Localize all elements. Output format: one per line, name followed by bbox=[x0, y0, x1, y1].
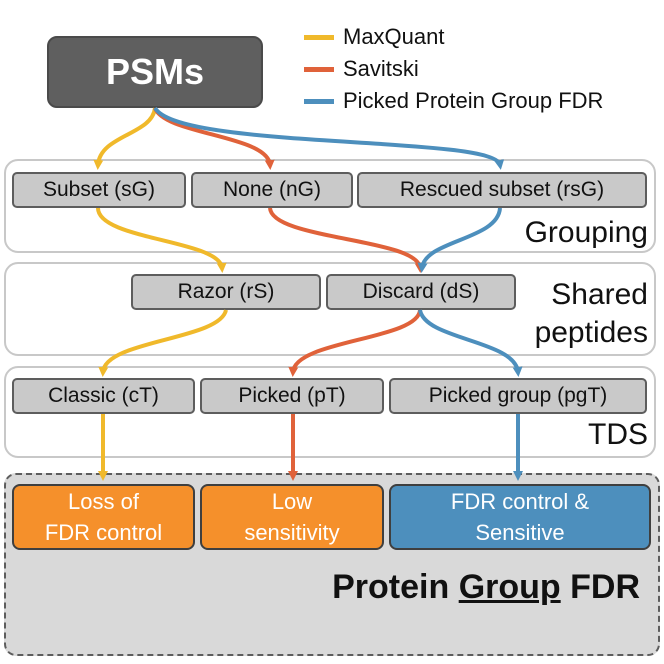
legend-label-picked: Picked Protein Group FDR bbox=[343, 88, 604, 113]
legend-item-maxquant: MaxQuant bbox=[304, 24, 445, 50]
legend-item-savitski: Savitski bbox=[304, 56, 419, 82]
option-picked-group-pgt: Picked group (pgT) bbox=[389, 378, 647, 414]
flow-maxquant-razor-to-classic bbox=[98, 309, 228, 377]
flow-picked-discard-to-pickedgroup bbox=[418, 309, 523, 377]
flow-savitski-none-to-discard bbox=[268, 207, 425, 273]
legend-label-savitski: Savitski bbox=[343, 56, 419, 81]
legend-item-picked: Picked Protein Group FDR bbox=[304, 88, 603, 114]
option-classic-ct: Classic (cT) bbox=[12, 378, 195, 414]
outcome-1-line2: FDR control bbox=[44, 520, 163, 545]
flow-savitski-discard-to-picked bbox=[288, 309, 422, 377]
tds-label: TDS bbox=[588, 418, 648, 451]
option-none-ng: None (nG) bbox=[191, 172, 353, 208]
legend-label-maxquant: MaxQuant bbox=[343, 24, 445, 49]
option-rescued-subset-rsg: Rescued subset (rsG) bbox=[357, 172, 647, 208]
outcome-2-line1: Low bbox=[271, 489, 313, 514]
outcome-loss-of-fdr-control: Loss of FDR control bbox=[12, 484, 195, 550]
flow-maxquant-psms-to-subset bbox=[93, 107, 157, 170]
grouping-label: Grouping bbox=[524, 216, 648, 249]
option-razor-rs: Razor (rS) bbox=[131, 274, 321, 310]
legend-swatch-picked bbox=[304, 98, 334, 104]
psms-node: PSMs bbox=[47, 36, 263, 108]
option-subset-sg: Subset (sG) bbox=[12, 172, 186, 208]
legend-swatch-savitski bbox=[304, 66, 334, 72]
outcome-3-line2: Sensitive bbox=[475, 520, 565, 545]
option-discard-ds: Discard (dS) bbox=[326, 274, 516, 310]
legend-swatch-maxquant bbox=[304, 34, 334, 40]
outcome-1-line1: Loss of bbox=[68, 489, 139, 514]
option-picked-pt: Picked (pT) bbox=[200, 378, 384, 414]
outcome-2-line2: sensitivity bbox=[244, 520, 340, 545]
footer-title: Protein Group FDR bbox=[332, 568, 640, 607]
outcome-low-sensitivity: Low sensitivity bbox=[200, 484, 384, 550]
footer-title-underlined: Group bbox=[458, 568, 561, 606]
shared-peptides-label-line1: Shared bbox=[551, 278, 648, 311]
shared-peptides-label-line2: peptides bbox=[534, 316, 648, 349]
flow-picked-rescued-to-discard bbox=[417, 207, 502, 273]
flow-picked-psms-to-rescued bbox=[153, 106, 505, 170]
outcome-3-line1: FDR control & bbox=[450, 489, 590, 514]
footer-title-suffix: FDR bbox=[560, 568, 640, 606]
footer-title-prefix: Protein bbox=[332, 568, 459, 606]
outcome-fdr-control-and-sensitive: FDR control & Sensitive bbox=[389, 484, 651, 550]
flow-maxquant-subset-to-razor bbox=[96, 207, 227, 273]
